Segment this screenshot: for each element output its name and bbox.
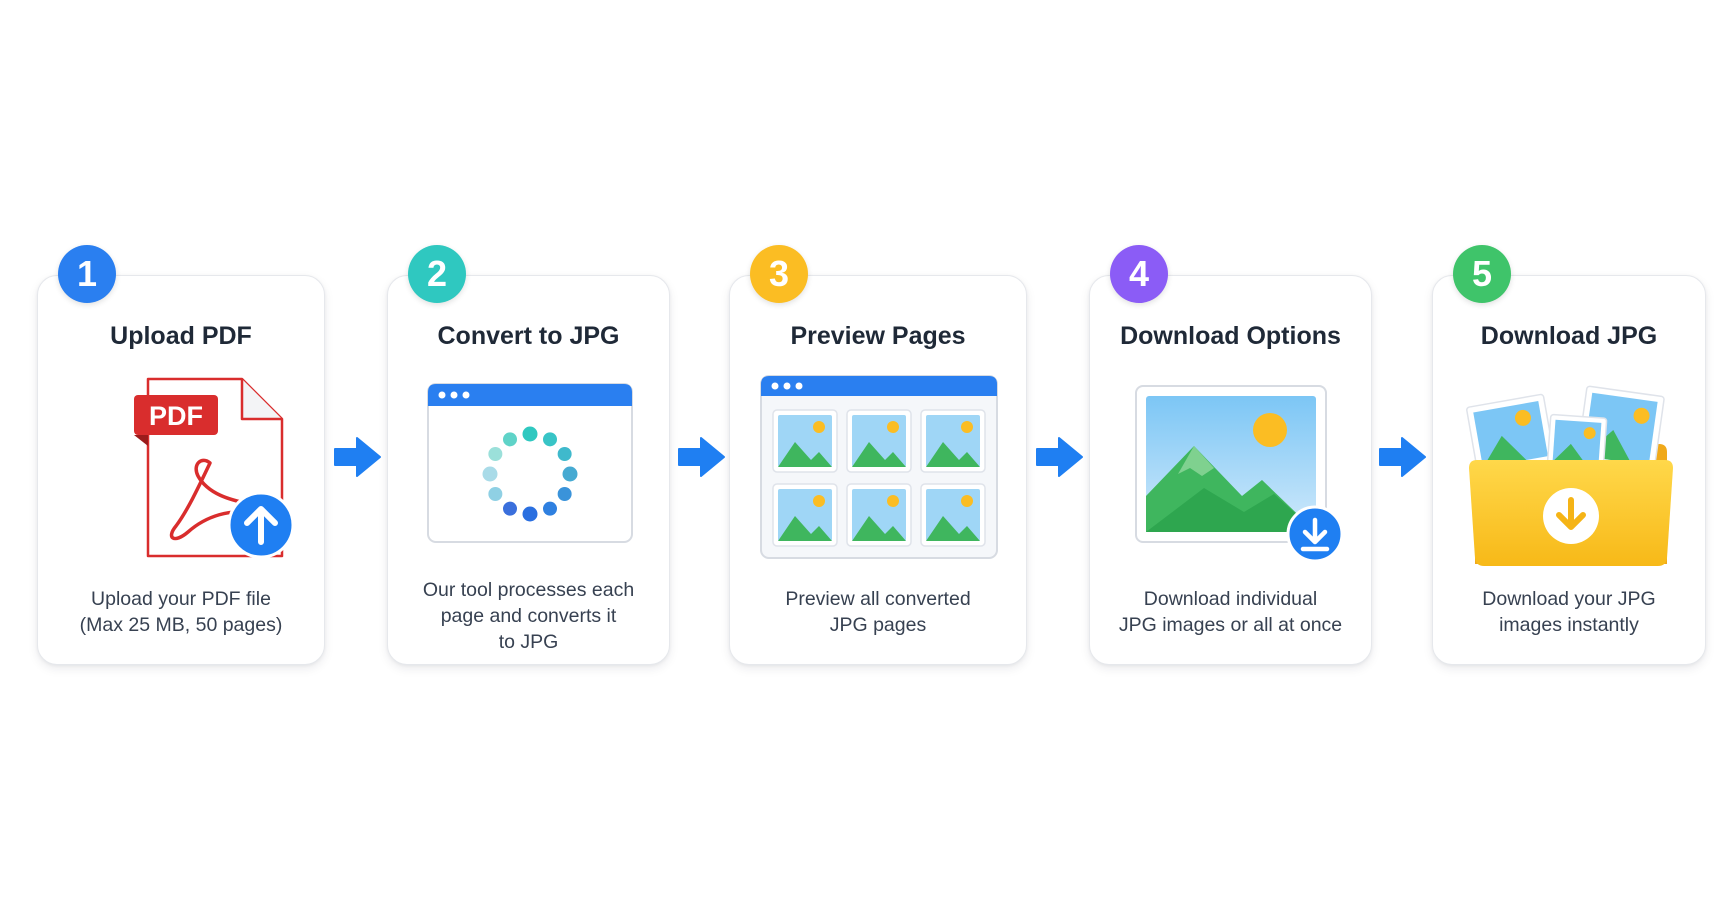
image-thumbnail <box>772 409 838 473</box>
spinner-dot <box>557 487 572 501</box>
image-grid-preview-icon <box>760 375 998 559</box>
step-title: Convert to JPG <box>437 322 620 350</box>
spinner-dot <box>522 426 538 442</box>
spinner-dots <box>482 426 578 522</box>
step-title: Upload PDF <box>110 322 252 350</box>
spinner-dot <box>488 447 503 461</box>
step-title: Download JPG <box>1480 322 1658 350</box>
step-number-badge: 3 <box>750 245 808 303</box>
step-description: Upload your PDF file (Max 25 MB, 50 page… <box>79 588 283 636</box>
step-description: Preview all converted JPG pages <box>785 588 971 636</box>
image-thumbnail <box>920 409 986 473</box>
spinner-dot <box>522 506 538 522</box>
image-thumbnail <box>846 483 912 547</box>
spinner-dot <box>543 501 557 516</box>
step-card-upload-pdf: 1 Upload PDF PDF Upload your PDF file (M… <box>37 245 325 665</box>
step-card-convert: 2 Convert to JPG Our tool processes each… <box>387 245 670 665</box>
flow-arrow-icon <box>678 437 725 477</box>
step-number-badge: 2 <box>408 245 466 303</box>
step-description: Our tool processes each page and convert… <box>422 579 635 653</box>
spinner-dot <box>543 432 557 447</box>
flow-arrow-icon <box>1036 437 1083 477</box>
step-title: Preview Pages <box>790 322 966 350</box>
step-number-badge: 4 <box>1110 245 1168 303</box>
spinner-dot <box>482 466 498 482</box>
image-thumbnail <box>920 483 986 547</box>
step-card-download-options: 4 Download Options Download individual J… <box>1089 245 1372 665</box>
step-number-badge: 5 <box>1453 245 1511 303</box>
step-description: Download individual JPG images or all at… <box>1118 588 1343 636</box>
step-card-preview: 3 Preview Pages Preview all converted JP… <box>729 245 1027 665</box>
step-title: Download Options <box>1120 322 1341 350</box>
spinner-dot <box>488 487 503 501</box>
pdf-upload-icon: PDF <box>134 377 292 559</box>
pdf-label: PDF <box>149 401 203 431</box>
image-thumbnail <box>846 409 912 473</box>
spinner-dot <box>503 432 517 447</box>
spinner-dot <box>562 466 578 482</box>
converting-spinner-icon <box>427 383 633 543</box>
folder-download-icon <box>1466 385 1673 566</box>
step-card-download-jpg: 5 Download JPG <box>1432 245 1706 665</box>
spinner-dot <box>503 501 517 516</box>
spinner-dot <box>557 447 572 461</box>
step-number-badge: 1 <box>58 245 116 303</box>
image-download-icon <box>1135 385 1344 563</box>
flow-arrow-icon <box>1379 437 1426 477</box>
flow-arrow-icon <box>334 437 381 477</box>
step-description: Download your JPG images instantly <box>1482 588 1656 636</box>
image-thumbnail <box>772 483 838 547</box>
